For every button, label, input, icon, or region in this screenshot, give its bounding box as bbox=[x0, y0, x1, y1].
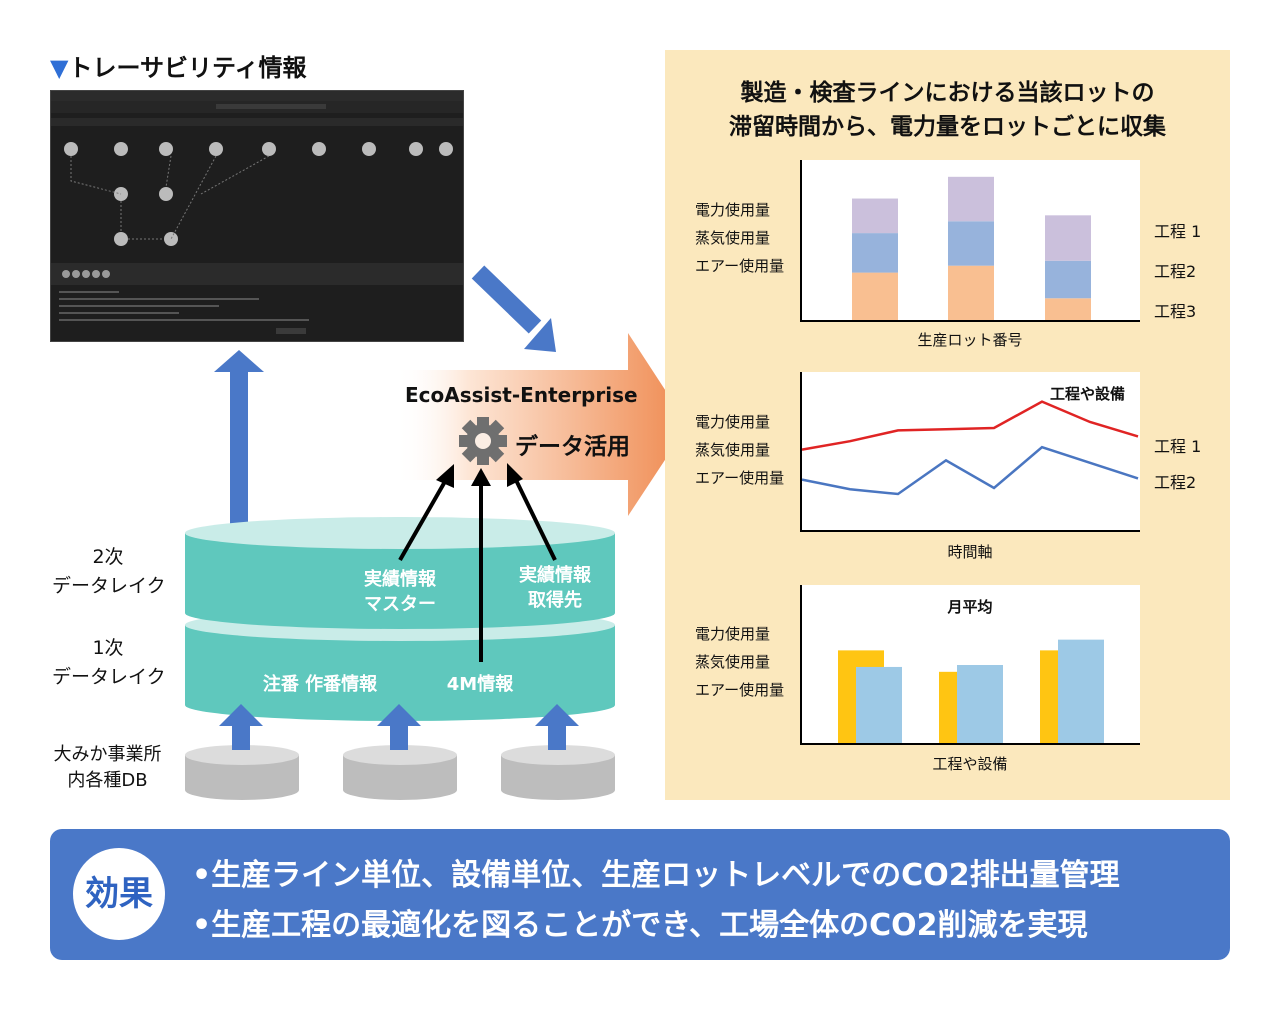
gear-icon bbox=[459, 417, 507, 465]
primary-lake-label: 1次 データレイク bbox=[52, 634, 166, 692]
secondary-lake-label-line1: 2次 bbox=[92, 546, 124, 568]
chart2-ylabel-air: エアー使用量 bbox=[695, 469, 785, 487]
chart3-grouped-bar bbox=[800, 585, 1140, 745]
traceability-screenshot bbox=[50, 90, 464, 342]
chart2-ylabels: 電力使用量 蒸気使用量 エアー使用量 bbox=[695, 408, 784, 492]
chart1-xlabel: 生産ロット番号 bbox=[917, 331, 1023, 349]
traceability-title: ▼トレーサビリティ情報 bbox=[50, 48, 307, 83]
down-triangle-icon: ▼ bbox=[50, 54, 69, 82]
db-upload-arrows bbox=[219, 704, 579, 750]
info-to-hub-arrows bbox=[398, 463, 557, 662]
panel-title-line1: 製造・検査ラインにおける当該ロットの bbox=[740, 80, 1155, 106]
bar-segment-lot2-series1 bbox=[948, 265, 994, 320]
panel-title: 製造・検査ラインにおける当該ロットの 滞留時間から、電力量をロットごとに収集 bbox=[665, 76, 1230, 144]
secondary-lake-label: 2次 データレイク bbox=[52, 543, 166, 601]
data-flow-arrow bbox=[395, 333, 688, 516]
chart2-ylabel-power: 電力使用量 bbox=[695, 413, 771, 431]
chart1-ylabel-steam: 蒸気使用量 bbox=[695, 229, 771, 247]
secondary-data-lake bbox=[185, 517, 615, 629]
sources-label-line2: 内各種DB bbox=[67, 770, 148, 791]
secondary-lake-label-line2: データレイク bbox=[52, 575, 166, 597]
sources-label: 大みか事業所 内各種DB bbox=[45, 742, 170, 794]
traceability-title-text: トレーサビリティ情報 bbox=[68, 54, 307, 82]
chart1-ylabel-power: 電力使用量 bbox=[695, 201, 771, 219]
chart2-xlabel: 時間軸 bbox=[947, 543, 993, 561]
actual-info-source-label: 実績情報 取得先 bbox=[495, 563, 615, 613]
bar-segment-lot2-series3 bbox=[948, 176, 994, 222]
effect-banner bbox=[50, 829, 1230, 960]
bar-segment-lot1-series2 bbox=[852, 233, 898, 273]
effect-line-1: •生産ライン単位、設備単位、生産ロットレベルでのCO2排出量管理 bbox=[192, 858, 1120, 893]
source-databases bbox=[185, 745, 615, 800]
chart3-ylabels: 電力使用量 蒸気使用量 エアー使用量 bbox=[695, 620, 784, 704]
database-icon-3 bbox=[501, 745, 615, 800]
chart1-stacked-bar bbox=[800, 160, 1140, 322]
bar-segment-lot3-series3 bbox=[1045, 215, 1091, 261]
database-icon-1 bbox=[185, 745, 299, 800]
effect-badge: 効果 bbox=[73, 848, 165, 940]
bar-group2-series2 bbox=[957, 665, 1003, 743]
chart3-ylabel-power: 電力使用量 bbox=[695, 625, 771, 643]
chart1-ylabel-air: エアー使用量 bbox=[695, 257, 785, 275]
chart3-ylabel-steam: 蒸気使用量 bbox=[695, 653, 771, 671]
actual-info-source-line2: 取得先 bbox=[528, 590, 582, 611]
chart3-xlabel: 工程や設備 bbox=[932, 755, 1008, 773]
line-series-1 bbox=[801, 400, 1139, 451]
primary-lake-label-line1: 1次 bbox=[92, 637, 124, 659]
bar-segment-lot3-series1 bbox=[1045, 298, 1091, 320]
bar-group2-series1 bbox=[939, 671, 957, 743]
chart1-ylabels: 電力使用量 蒸気使用量 エアー使用量 bbox=[695, 196, 784, 280]
lake-to-screenshot-arrow bbox=[214, 350, 264, 538]
bar-group3-series1 bbox=[1040, 650, 1058, 743]
bar-segment-lot1-series1 bbox=[852, 272, 898, 320]
database-icon-2 bbox=[343, 745, 457, 800]
order-number-label: 注番 作番情報 bbox=[262, 674, 378, 695]
sources-label-line1: 大みか事業所 bbox=[53, 744, 162, 765]
product-name: EcoAssist-Enterprise bbox=[405, 383, 638, 407]
effect-line-2: •生産工程の最適化を図ることができ、工場全体のCO2削減を実現 bbox=[192, 908, 1088, 943]
four-m-info-label: 4M情報 bbox=[446, 674, 514, 695]
data-utilization-label: データ活用 bbox=[515, 434, 630, 460]
chart3-title: 月平均 bbox=[947, 598, 993, 616]
panel-title-line2: 滞留時間から、電力量をロットごとに収集 bbox=[729, 114, 1166, 140]
chart2-series-label-1: 工程 1 bbox=[1154, 437, 1202, 456]
actual-info-master-line2: マスター bbox=[364, 594, 436, 615]
screenshot-to-hub-arrow bbox=[471, 265, 556, 352]
actual-info-master-label: 実績情報 マスター bbox=[340, 567, 460, 617]
bar-segment-lot3-series2 bbox=[1045, 260, 1091, 299]
chart1-series-label-1: 工程 1 bbox=[1154, 222, 1202, 241]
chart2-line bbox=[800, 372, 1140, 532]
screenshot-thumbnail bbox=[51, 91, 463, 334]
chart1-series-label-2: 工程2 bbox=[1154, 262, 1197, 281]
chart1-series-label-3: 工程3 bbox=[1154, 302, 1197, 321]
primary-lake-label-line2: データレイク bbox=[52, 666, 166, 688]
bar-segment-lot1-series3 bbox=[852, 198, 898, 234]
actual-info-master-line1: 実績情報 bbox=[364, 569, 436, 590]
bar-segment-lot2-series2 bbox=[948, 221, 994, 266]
chart3-ylabel-air: エアー使用量 bbox=[695, 681, 785, 699]
actual-info-source-line1: 実績情報 bbox=[519, 565, 591, 586]
bar-group3-series2 bbox=[1058, 639, 1104, 743]
line-series-2 bbox=[801, 445, 1139, 496]
bar-group1-series2 bbox=[856, 666, 902, 743]
chart2-ylabel-steam: 蒸気使用量 bbox=[695, 441, 771, 459]
chart2-series-label-2: 工程2 bbox=[1154, 473, 1197, 492]
chart2-title: 工程や設備 bbox=[1050, 385, 1126, 403]
